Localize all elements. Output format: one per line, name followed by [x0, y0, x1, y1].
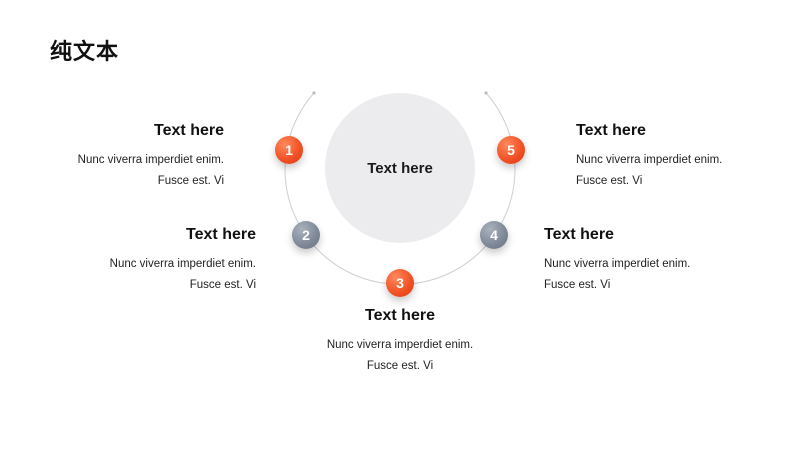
step-node-5: 5: [497, 136, 525, 164]
step-number-5: 5: [507, 142, 515, 158]
step-text-5: Text here Nunc viverra imperdiet enim. F…: [576, 122, 786, 192]
step-heading-3: Text here: [365, 307, 435, 324]
step-line2-2: Fusce est. Vi: [189, 279, 256, 291]
step-line1-1: Nunc viverra imperdiet enim.: [77, 154, 224, 166]
step-number-4: 4: [490, 227, 498, 243]
step-line2-4: Fusce est. Vi: [544, 279, 611, 291]
step-line1-4: Nunc viverra imperdiet enim.: [544, 258, 691, 270]
step-number-1: 1: [285, 142, 293, 158]
step-node-2: 2: [292, 221, 320, 249]
step-text-1: Text here Nunc viverra imperdiet enim. F…: [20, 122, 224, 192]
step-heading-1: Text here: [154, 122, 224, 139]
step-line2-3: Fusce est. Vi: [366, 360, 434, 372]
step-line2-1: Fusce est. Vi: [157, 175, 224, 187]
step-line1-2: Nunc viverra imperdiet enim.: [109, 258, 256, 270]
step-node-4: 4: [480, 221, 508, 249]
step-number-2: 2: [302, 227, 310, 243]
step-line1-5: Nunc viverra imperdiet enim.: [576, 154, 723, 166]
step-number-3: 3: [396, 275, 404, 291]
step-text-4: Text here Nunc viverra imperdiet enim. F…: [544, 226, 764, 296]
step-text-3: Text here Nunc viverra imperdiet enim. F…: [290, 307, 510, 377]
step-node-1: 1: [275, 136, 303, 164]
step-heading-4: Text here: [544, 226, 614, 243]
step-heading-5: Text here: [576, 122, 646, 139]
step-heading-2: Text here: [186, 226, 256, 243]
center-hub-label: Text here: [367, 159, 433, 177]
step-line2-5: Fusce est. Vi: [576, 175, 643, 187]
page-title: 纯文本: [50, 40, 120, 65]
center-hub: Text here: [325, 93, 475, 243]
step-text-2: Text here Nunc viverra imperdiet enim. F…: [40, 226, 256, 296]
step-line1-3: Nunc viverra imperdiet enim.: [326, 339, 474, 351]
step-node-3: 3: [386, 269, 414, 297]
